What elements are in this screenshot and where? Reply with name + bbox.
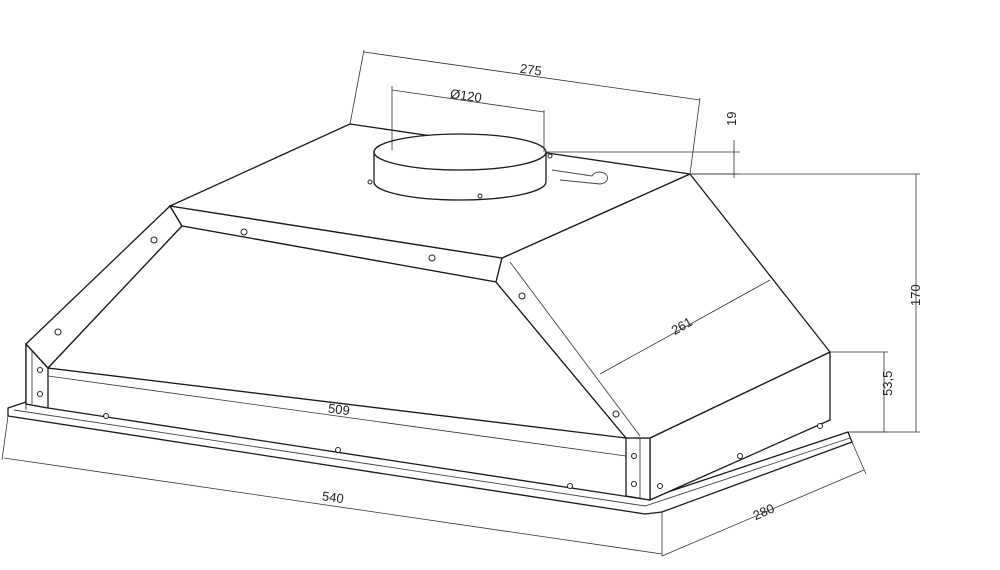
duct-collar — [373, 133, 608, 201]
dim-collar-height: 19 — [724, 112, 739, 126]
dim-duct-diameter: Ø120 — [449, 86, 483, 105]
upper-housing — [25, 123, 831, 439]
dim-top-depth: 275 — [519, 61, 543, 79]
dim-overall-width: 540 — [321, 488, 345, 506]
dim-total-height: 170 — [908, 284, 923, 306]
dim-overall-depth: 280 — [751, 501, 777, 524]
mounting-screws — [37, 153, 823, 489]
dim-lower-height: 53,5 — [880, 371, 895, 396]
dimension-lines — [1, 49, 920, 557]
lower-housing — [25, 343, 831, 501]
dim-inner-width: 509 — [327, 401, 350, 419]
